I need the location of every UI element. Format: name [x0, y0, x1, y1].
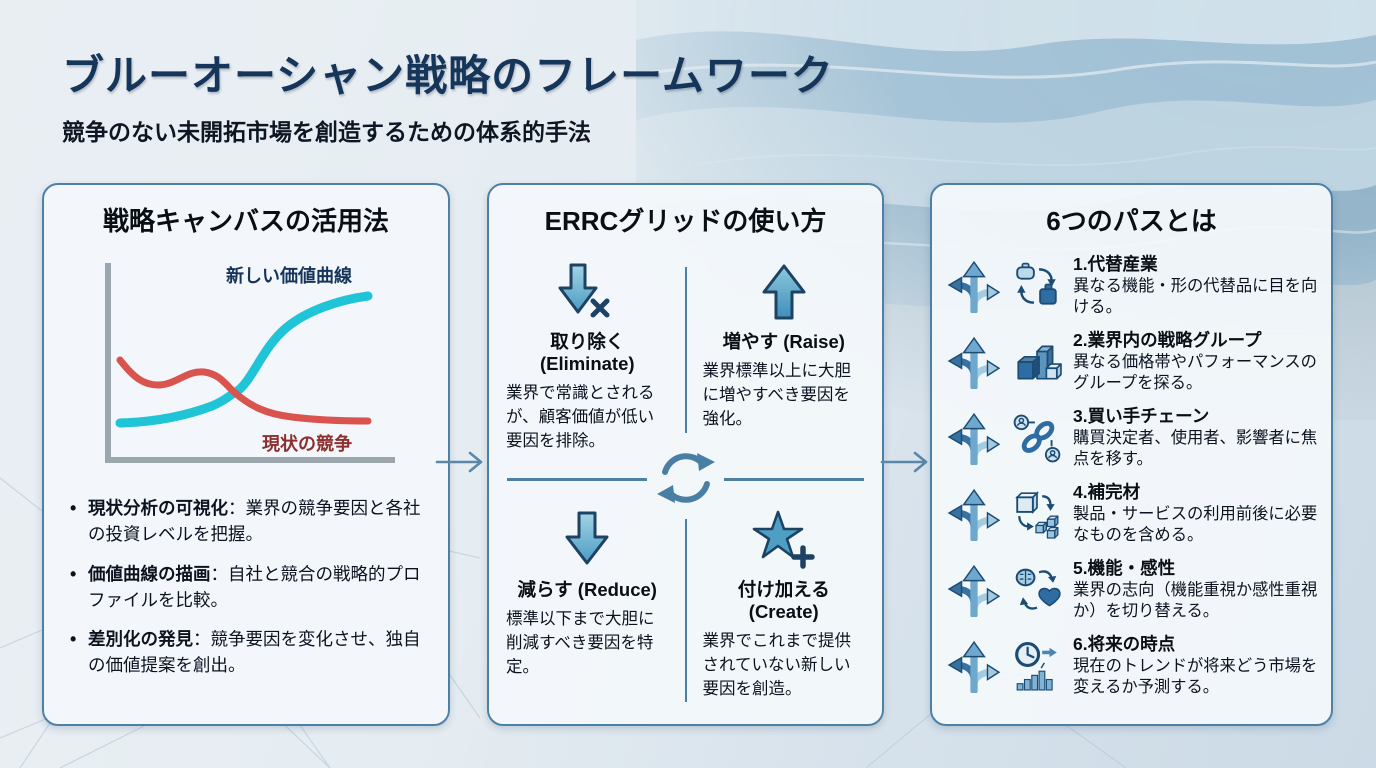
functional-emotional-icon [1012, 565, 1062, 615]
six-paths-panel: 6つのパスとは 1.代替産業 異なる機能・形の代替品に目を向ける。 2.業界内の… [930, 183, 1333, 726]
errc-grid-panel: ERRCグリッドの使い方 取り除く (Eliminate) 業界で常識とされるが… [487, 183, 884, 726]
path-title: 4.補完材 [1073, 481, 1141, 502]
path-row-1: 1.代替産業 異なる機能・形の代替品に目を向ける。 [947, 248, 1318, 324]
grid-divider-vertical-top [684, 267, 687, 433]
quadrant-desc: 業界で常識とされるが、顧客価値が低い要因を排除。 [506, 384, 655, 451]
bullet-item: 現状分析の可視化：業界の競争要因と各社の投資レベルを把握。 [70, 495, 426, 548]
buyer-chain-icon [1012, 413, 1062, 463]
strategy-canvas-panel: 戦略キャンバスの活用法 新しい価値曲線 現状の競争 現状分析の可視化：業界の競争… [42, 183, 450, 726]
quadrant-eliminate: 取り除く (Eliminate) 業界で常識とされるが、顧客価値が低い要因を排除… [489, 249, 686, 477]
grid-divider-vertical-bottom [684, 519, 687, 702]
strategy-canvas-bullets: 現状分析の可視化：業界の競争要因と各社の投資レベルを把握。 価値曲線の描画：自社… [44, 489, 448, 679]
path-row-3: 3.買い手チェーン 購買決定者、使用者、影響者に焦点を移す。 [947, 400, 1318, 476]
errc-quadrants: 取り除く (Eliminate) 業界で常識とされるが、顧客価値が低い要因を排除… [489, 249, 882, 724]
six-paths-title: 6つのパスとは [1046, 206, 1217, 236]
quadrant-desc: 業界標準以上に大胆に増やすべき要因を強化。 [702, 362, 852, 429]
path-desc: 異なる価格帯やパフォーマンスのグループを探る。 [1073, 352, 1317, 392]
page-subtitle: 競争のない未開拓市場を創造するための体系的手法 [62, 119, 591, 145]
path-row-6: 6.将来の時点 現在のトレンドが将来どう市場を変えるか予測する。 [947, 628, 1318, 704]
path-title: 5.機能・感性 [1073, 557, 1176, 578]
quadrant-reduce: 減らす (Reduce) 標準以下まで大胆に削減すべき要因を特定。 [489, 477, 686, 724]
flow-arrow-icon [880, 451, 928, 473]
branching-paths-icon [947, 563, 1001, 617]
path-desc: 異なる機能・形の代替品に目を向ける。 [1073, 276, 1318, 316]
grid-divider-horizontal-left [507, 478, 647, 481]
quadrant-desc: 業界でこれまで提供されていない新しい要因を創造。 [702, 632, 852, 699]
arrow-down-icon [565, 511, 609, 565]
arrow-up-icon [762, 264, 806, 320]
arrow-down-x-icon [558, 263, 610, 318]
path-desc: 現在のトレンドが将来どう市場を変えるか予測する。 [1073, 656, 1318, 696]
quadrant-label: 減らす (Reduce) [517, 579, 657, 600]
quadrant-label: 増やす (Raise) [722, 331, 845, 352]
path-desc: 製品・サービスの利用前後に必要なものを含める。 [1073, 504, 1318, 544]
future-time-icon [1012, 641, 1062, 691]
path-row-2: 2.業界内の戦略グループ 異なる価格帯やパフォーマンスのグループを探る。 [947, 324, 1318, 400]
bullet-item: 価値曲線の描画：自社と競合の戦略的プロファイルを比較。 [70, 561, 426, 614]
grid-divider-horizontal-right [724, 478, 864, 481]
quadrant-create: 付け加える (Create) 業界でこれまで提供されていない新しい要因を創造。 [686, 477, 883, 724]
path-desc: 業界の志向（機能重視か感性重視か）を切り替える。 [1073, 580, 1318, 620]
path-title: 1.代替産業 [1073, 253, 1158, 274]
path-title: 3.買い手チェーン [1073, 405, 1210, 426]
errc-grid-title: ERRCグリッドの使い方 [544, 206, 827, 236]
strategic-groups-icon [1012, 337, 1062, 387]
quadrant-label: 付け加える [737, 579, 830, 600]
branching-paths-icon [947, 487, 1001, 541]
quadrant-label-line2: (Create) [748, 601, 819, 623]
quadrant-label: 取り除く (Eliminate) [539, 331, 635, 375]
six-paths-list: 1.代替産業 異なる機能・形の代替品に目を向ける。 2.業界内の戦略グループ 異… [932, 248, 1331, 704]
star-plus-icon [752, 510, 815, 569]
cycle-icon [656, 453, 715, 503]
branching-paths-icon [947, 259, 1001, 313]
quadrant-raise: 増やす (Raise) 業界標準以上に大胆に増やすべき要因を強化。 [686, 249, 883, 477]
page-title: ブルーオーシャン戦略のフレームワーク [62, 52, 834, 99]
page-header: ブルーオーシャン戦略のフレームワーク 競争のない未開拓市場を創造するための体系的… [62, 42, 834, 147]
path-row-5: 5.機能・感性 業界の志向（機能重視か感性重視か）を切り替える。 [947, 552, 1318, 628]
new-value-curve-label: 新しい価値曲線 [226, 265, 352, 286]
quadrant-desc: 標準以下まで大胆に削減すべき要因を特定。 [506, 610, 655, 677]
path-desc: 購買決定者、使用者、影響者に焦点を移す。 [1073, 428, 1318, 468]
path-title: 6.将来の時点 [1073, 633, 1176, 654]
current-competition-curve [116, 356, 372, 425]
strategy-canvas-chart: 新しい価値曲線 現状の競争 [76, 254, 416, 489]
branching-paths-icon [947, 411, 1001, 465]
current-competition-label: 現状の競争 [262, 433, 352, 454]
substitute-industries-icon [1012, 261, 1062, 311]
strategy-canvas-title: 戦略キャンバスの活用法 [102, 206, 389, 236]
complements-icon [1012, 489, 1062, 539]
bullet-item: 差別化の発見：競争要因を変化させ、独自の価値提案を創出。 [70, 626, 426, 679]
branching-paths-icon [947, 335, 1001, 389]
path-row-4: 4.補完材 製品・サービスの利用前後に必要なものを含める。 [947, 476, 1318, 552]
chart-axes [105, 263, 395, 463]
path-title: 2.業界内の戦略グループ [1073, 329, 1262, 350]
branching-paths-icon [947, 639, 1001, 693]
